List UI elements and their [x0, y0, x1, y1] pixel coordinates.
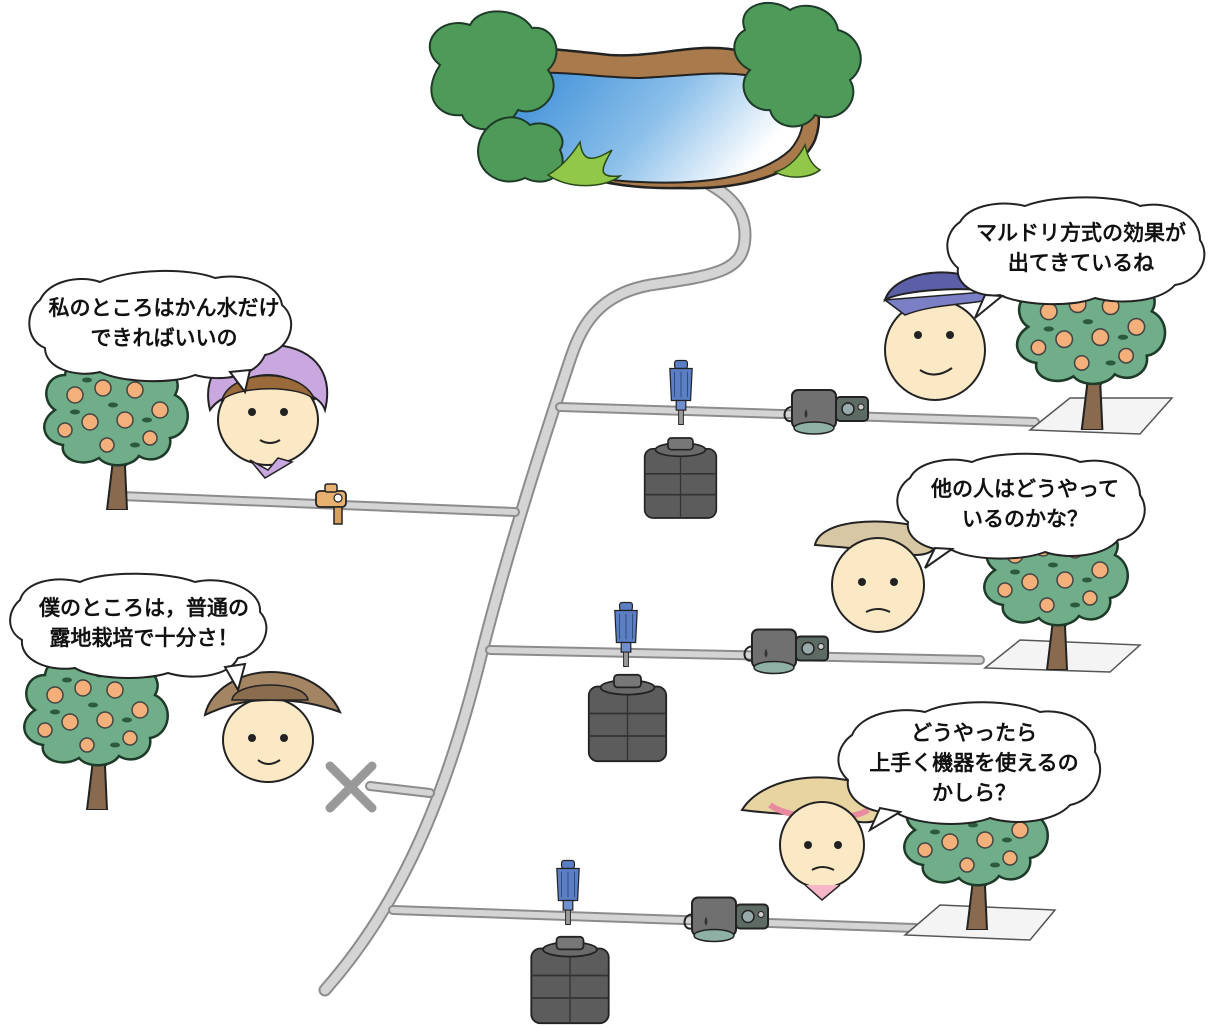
speech-bubbles	[9, 196, 1206, 833]
speech-line: できればいいの	[90, 325, 238, 350]
speech-text-man-cap: マルドリ方式の効果が 出てきているね	[965, 218, 1197, 278]
citrus-tree-left-bottom	[23, 654, 169, 810]
speech-line: 僕のところは，普通の	[39, 595, 249, 620]
speech-text-woman-left: 私のところはかん水だけ できればいいの	[48, 293, 280, 353]
speech-bubble-worried-man	[896, 452, 1146, 569]
blocked-line-x-icon	[325, 761, 377, 813]
worried-man-avatar	[813, 520, 938, 633]
speech-line: 私のところはかん水だけ	[48, 295, 280, 320]
speech-bubble-woman-left	[28, 269, 293, 395]
citrus-tree-right-2	[982, 513, 1142, 673]
speech-line: どうやったら	[911, 720, 1037, 745]
branch-pipes	[115, 402, 1040, 933]
speech-text-woman-hat: どうやったら 上手く機器を使えるの かしら？	[855, 718, 1093, 808]
citrus-tree-right-3	[902, 773, 1057, 941]
pond-icon	[428, 1, 862, 190]
fertigation-set-2	[587, 601, 830, 763]
faucet-valve-icon	[315, 483, 347, 525]
fertigation-set-1	[643, 359, 869, 519]
speech-line: かしら？	[932, 780, 1016, 805]
speech-line: 出てきているね	[1007, 250, 1155, 275]
speech-line: マルドリ方式の効果が	[976, 220, 1186, 245]
speech-bubble-woman-hat	[837, 701, 1101, 833]
citrus-tree-right-1	[1015, 269, 1174, 435]
speech-line: いるのかな？	[962, 506, 1088, 531]
speech-text-worried-man: 他の人はどうやって いるのかな？	[915, 474, 1135, 534]
speech-line: 露地栽培で十分さ！	[49, 625, 239, 650]
speech-bubble-man-cap	[946, 196, 1206, 319]
man-hat-avatar	[203, 670, 342, 783]
main-supply-pipe	[318, 163, 752, 997]
fertigation-set-3	[530, 859, 770, 1025]
speech-line: 他の人はどうやって	[931, 476, 1119, 501]
speech-text-man-left: 僕のところは，普通の 露地栽培で十分さ！	[30, 593, 258, 653]
speech-line: 上手く機器を使えるの	[869, 750, 1079, 775]
speech-bubble-man-left	[9, 572, 268, 693]
